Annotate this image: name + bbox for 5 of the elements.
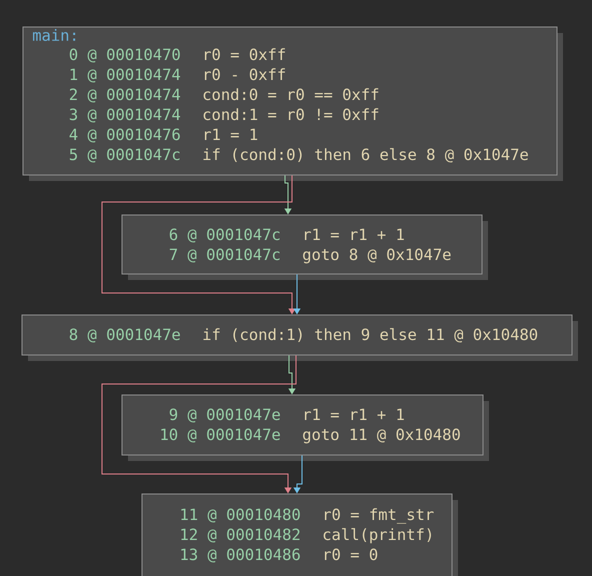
- code-block: 11 @ 00010480 r0 = fmt_str 12 @ 00010482 call(printf) 13 @ 00010486 r0 = 0: [142, 494, 458, 576]
- code-block: 8 @ 0001047e if (cond:1) then 9 else 11 @ 0x10480: [22, 314, 578, 361]
- code-block: 9 @ 0001047e r1 = r1 + 1 10 @ 0001047e goto 11 @ 0x10480: [122, 394, 489, 461]
- code-block: 6 @ 0001047c r1 = r1 + 1 7 @ 0001047c goto 8 @ 0x1047e: [122, 214, 488, 280]
- code-block: main: 0 @ 00010470 r0 = 0xff 1 @ 00010474 r0 - 0xff 2 @ 00010474 cond:0 = r0 == 0xff 3 @ 00010474 cond:1 = r0 != 0xff 4 @ 00010476 r1 = 1 5 @ 0001047c if (cond:0) then 6 else 8 @ 0x1047e: [22, 26, 563, 181]
